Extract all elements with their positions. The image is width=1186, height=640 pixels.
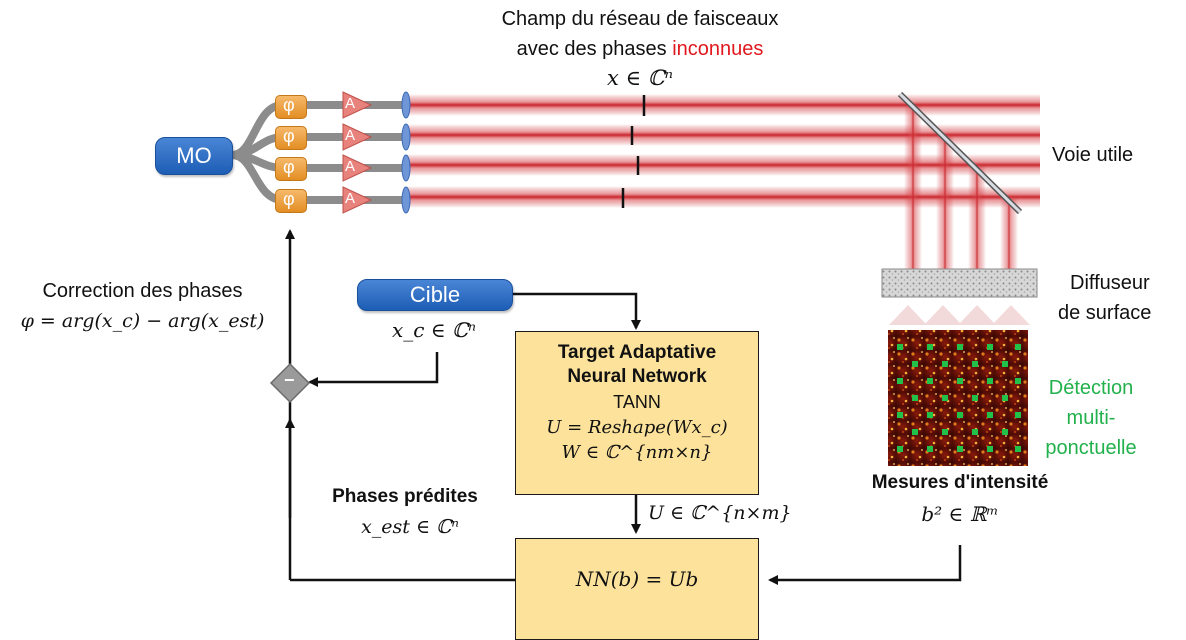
amp-symbol-3: A — [345, 158, 356, 175]
header-line2: avec des phases inconnues — [420, 38, 860, 61]
cible-math: x_c ∈ ℂⁿ — [391, 318, 477, 342]
correction-math: φ = arg(x_c) − arg(x_est) — [20, 310, 265, 332]
arrow-cible-to-tann — [512, 292, 641, 330]
cible-button[interactable]: Cible — [357, 279, 513, 311]
diffuseur-label-2: de surface — [1058, 302, 1152, 324]
beam-4 — [405, 186, 1040, 208]
phase-symbol-4: φ — [283, 189, 295, 209]
detection-points — [897, 344, 1021, 452]
detection-label-1: Détection — [1048, 377, 1134, 399]
detection-label-2: multi- — [1066, 407, 1116, 429]
nn-box: NN(b) = Ub — [515, 538, 759, 640]
tann-eq2: W ∈ ℂ^{nm×n} — [561, 442, 713, 463]
vbeam-1 — [904, 105, 922, 270]
header-line2-prefix: avec des phases — [516, 38, 673, 60]
detection-label-3: ponctuelle — [1045, 437, 1137, 459]
vbeam-2 — [936, 135, 954, 270]
phases-predites-title: Phases prédites — [332, 486, 478, 507]
fiber-splitter — [228, 101, 407, 204]
beam-3 — [405, 154, 1040, 176]
phase-symbol-3: φ — [283, 157, 295, 177]
beam-2 — [405, 124, 1040, 146]
tann-title1: Target Adaptative — [557, 342, 717, 363]
diffuser-plate — [881, 268, 1038, 298]
amplifier-icons — [342, 91, 373, 214]
tann-title2: Neural Network — [567, 366, 707, 387]
amp-symbol-1: A — [345, 95, 356, 112]
beam-1 — [405, 94, 1040, 116]
subtractor-diamond — [269, 362, 311, 404]
phase-symbol-2: φ — [283, 126, 295, 146]
phases-predites-math: x_est ∈ ℂⁿ — [361, 516, 459, 538]
phase-modulator-3[interactable] — [275, 157, 307, 181]
amp-symbol-4: A — [345, 190, 356, 207]
vbeam-3 — [968, 165, 986, 270]
cible-label: Cible — [409, 282, 461, 307]
scatter-cones — [889, 305, 1030, 325]
voie-utile-label: Voie utile — [1052, 144, 1134, 166]
arrow-mesures-to-nn — [768, 545, 962, 585]
phase-symbol-1: φ — [283, 95, 295, 115]
phase-modulator-2[interactable] — [275, 126, 307, 150]
correction-title: Correction des phases — [42, 280, 243, 302]
mesures-math: b² ∈ ℝᵐ — [921, 502, 999, 526]
diagram-canvas — [228, 91, 1040, 585]
tann-abbr: TANN — [613, 392, 661, 412]
header-math: x ∈ ℂⁿ — [607, 66, 673, 90]
header-line2-highlight: inconnues — [672, 38, 764, 60]
header-line1: Champ du réseau de faisceaux — [501, 8, 779, 30]
lens-icons — [401, 91, 411, 214]
u-arrow-label: U ∈ ℂ^{n×m} — [648, 502, 792, 524]
arrow-cible-to-minus — [308, 352, 439, 387]
tann-eq1: U = Reshape(Wx_c) — [546, 417, 728, 438]
amp-symbol-2: A — [345, 127, 356, 144]
mo-label: MO — [176, 143, 212, 168]
mo-source-button[interactable]: MO — [155, 137, 233, 175]
phase-modulator-4[interactable] — [275, 189, 307, 213]
diffuseur-label-1: Diffuseur — [1070, 272, 1150, 294]
minus-symbol: − — [284, 370, 295, 390]
vbeam-4 — [1000, 197, 1018, 270]
nn-eq: NN(b) = Ub — [575, 567, 699, 591]
mesures-title: Mesures d'intensité — [871, 472, 1049, 493]
tann-box: Target Adaptative Neural Network TANN U … — [515, 331, 759, 495]
phase-modulator-1[interactable] — [275, 95, 307, 119]
